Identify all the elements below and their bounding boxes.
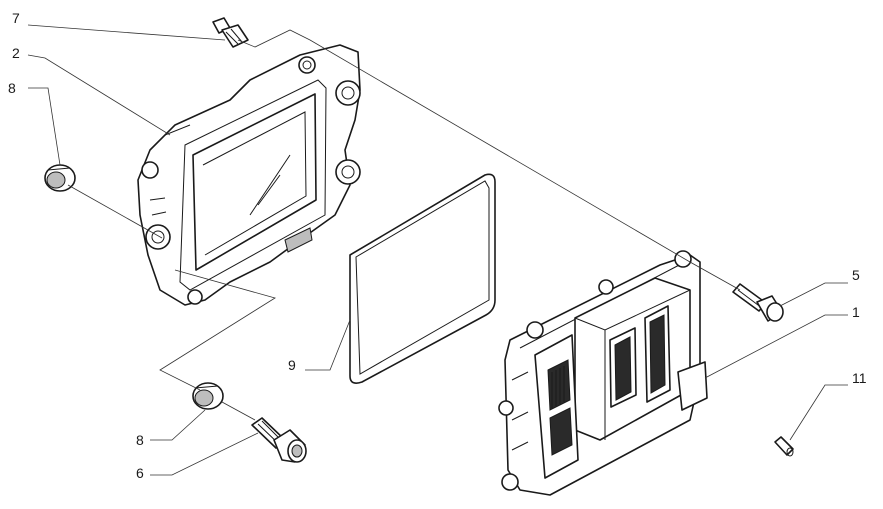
callout-11: 11 [852, 370, 867, 386]
callout-8-upper: 8 [8, 80, 16, 96]
part-5-bolt [732, 283, 784, 322]
part-9-gasket [349, 173, 496, 384]
part-6-bolt [251, 417, 307, 463]
part-8-plug-lower [192, 382, 224, 410]
callout-labels: 7 2 8 5 1 11 9 8 6 [8, 10, 867, 481]
part-11-dowel-pin [774, 436, 794, 457]
part-7-stud [212, 17, 249, 48]
part-1-control-unit [498, 250, 708, 496]
callout-6: 6 [136, 465, 144, 481]
callout-5: 5 [852, 267, 860, 283]
leader-lines [27, 24, 848, 476]
callout-2: 2 [12, 45, 20, 61]
part-2-mounting-frame [137, 44, 361, 306]
callout-1: 1 [852, 304, 860, 320]
callout-8-lower: 8 [136, 432, 144, 448]
part-8-plug-upper [44, 164, 76, 192]
callout-9: 9 [288, 357, 296, 373]
callout-7: 7 [12, 10, 20, 26]
